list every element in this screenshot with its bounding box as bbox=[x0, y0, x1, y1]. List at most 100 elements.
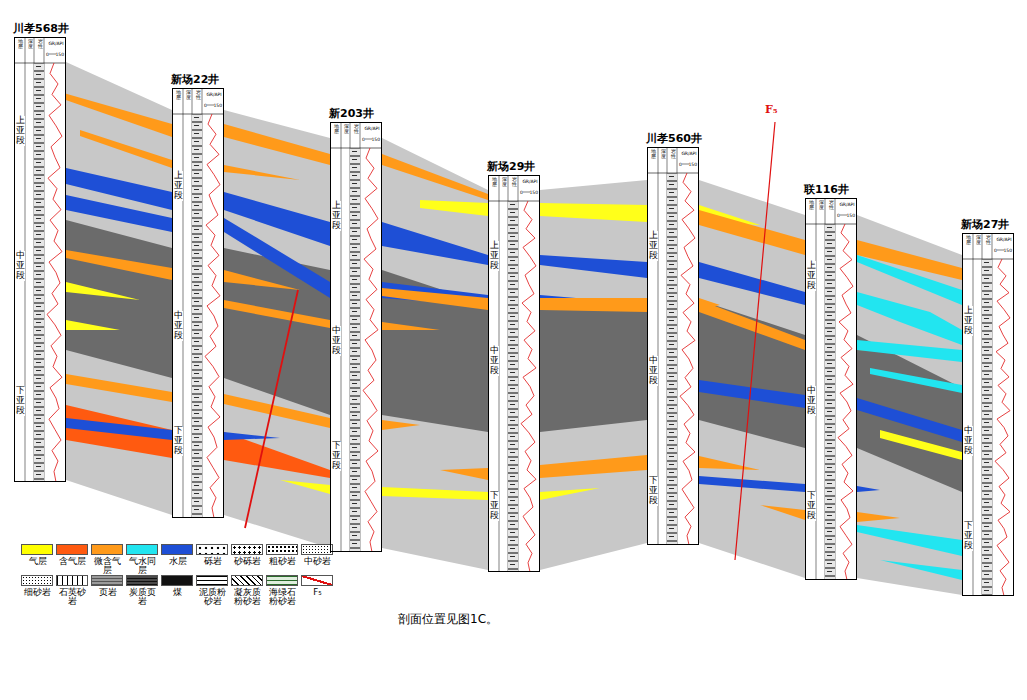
column-header: 0 bbox=[837, 213, 840, 218]
column-header: 深度 bbox=[344, 125, 349, 135]
well-column: 新场29井地层深度岩性GR/API0150上亚段中亚段下亚段 bbox=[488, 175, 540, 572]
legend-swatch bbox=[196, 544, 228, 555]
column-header: 深度 bbox=[661, 150, 666, 160]
legend-swatch bbox=[56, 575, 88, 586]
legend-swatch bbox=[266, 544, 298, 555]
legend-label: 砾岩 bbox=[195, 557, 230, 566]
column-header: 150 bbox=[1003, 248, 1012, 253]
column-header: GR/API bbox=[45, 41, 67, 46]
column-header: 地层 bbox=[492, 178, 497, 188]
legend-label: 砂砾岩 bbox=[230, 557, 265, 566]
column-header: GR/API bbox=[836, 202, 858, 207]
well-name: 联116井 bbox=[804, 182, 849, 197]
well-column: 新场22井地层深度岩性GR/API0150上亚段中亚段下亚段 bbox=[172, 88, 224, 518]
column-header: 0 bbox=[46, 52, 49, 57]
column-header: 地层 bbox=[809, 201, 814, 211]
legend-label: 石英砂岩 bbox=[55, 588, 90, 607]
well-name: 新场22井 bbox=[171, 72, 219, 87]
column-header: 150 bbox=[213, 103, 222, 108]
member-label: 下亚段 bbox=[964, 521, 973, 551]
legend-label: 页岩 bbox=[90, 588, 125, 597]
column-header: 150 bbox=[688, 162, 697, 167]
well-column: 川孝568井地层深度岩性GR/API0150上亚段中亚段下亚段 bbox=[14, 37, 66, 482]
member-label: 上亚段 bbox=[16, 116, 25, 146]
member-label: 上亚段 bbox=[807, 261, 816, 291]
caption: 剖面位置见图1C。 bbox=[398, 611, 498, 628]
legend-label: 气层 bbox=[20, 557, 55, 566]
legend-label: 水层 bbox=[160, 557, 195, 566]
legend-swatch bbox=[161, 544, 193, 555]
well-name: 新场29井 bbox=[487, 159, 535, 174]
column-header: 地层 bbox=[334, 125, 339, 135]
column-header: 岩性 bbox=[986, 236, 991, 246]
column-header: 150 bbox=[371, 137, 380, 142]
column-header: 0 bbox=[362, 137, 365, 142]
member-label: 中亚段 bbox=[649, 356, 658, 386]
well-name: 新203井 bbox=[329, 106, 374, 121]
legend-swatch bbox=[126, 575, 158, 586]
column-header: 地层 bbox=[18, 40, 23, 50]
legend-swatch bbox=[126, 544, 158, 555]
column-header: 岩性 bbox=[196, 91, 201, 101]
member-label: 上亚段 bbox=[332, 201, 341, 231]
legend-swatch bbox=[91, 544, 123, 555]
well-column: 联116井地层深度岩性GR/API0150上亚段中亚段下亚段 bbox=[805, 198, 857, 580]
legend-label: 煤 bbox=[160, 588, 195, 597]
legend-label: 细砂岩 bbox=[20, 588, 55, 597]
column-header: 地层 bbox=[176, 91, 181, 101]
column-header: 0 bbox=[204, 103, 207, 108]
legend-label: 泥质粉砂岩 bbox=[195, 588, 230, 607]
member-label: 上亚段 bbox=[649, 231, 658, 261]
member-label: 下亚段 bbox=[490, 491, 499, 521]
legend-label: 微含气层 bbox=[90, 557, 125, 576]
legend-swatch bbox=[91, 575, 123, 586]
member-label: 中亚段 bbox=[490, 346, 499, 376]
legend-swatch bbox=[231, 575, 263, 586]
legend-swatch bbox=[301, 544, 333, 555]
column-header: 岩性 bbox=[829, 201, 834, 211]
member-label: 下亚段 bbox=[649, 476, 658, 506]
column-header: 深度 bbox=[502, 178, 507, 188]
member-label: 中亚段 bbox=[16, 251, 25, 281]
column-header: 150 bbox=[529, 190, 538, 195]
well-column: 川孝560井地层深度岩性GR/API0150上亚段中亚段下亚段 bbox=[647, 147, 699, 545]
member-label: 下亚段 bbox=[16, 386, 25, 416]
fault-label: F₅ bbox=[765, 103, 778, 116]
member-label: 下亚段 bbox=[807, 491, 816, 521]
column-header: 0 bbox=[520, 190, 523, 195]
member-label: 中亚段 bbox=[964, 426, 973, 456]
column-header: GR/API bbox=[519, 179, 541, 184]
legend-swatch bbox=[301, 575, 333, 586]
legend-label: 粗砂岩 bbox=[265, 557, 300, 566]
well-column: 新场27井地层深度岩性GR/API0150上亚段中亚段下亚段 bbox=[962, 233, 1014, 596]
well-name: 川孝560井 bbox=[646, 131, 702, 146]
member-label: 上亚段 bbox=[174, 171, 183, 201]
column-header: GR/API bbox=[361, 126, 383, 131]
legend-swatch bbox=[266, 575, 298, 586]
well-name: 川孝568井 bbox=[13, 21, 69, 36]
member-label: 上亚段 bbox=[490, 241, 499, 271]
well-name: 新场27井 bbox=[961, 217, 1009, 232]
column-header: GR/API bbox=[993, 237, 1015, 242]
member-label: 下亚段 bbox=[332, 441, 341, 471]
legend-label: 气水同层 bbox=[125, 557, 160, 576]
column-header: 岩性 bbox=[38, 40, 43, 50]
well-column: 新203井地层深度岩性GR/API0150上亚段中亚段下亚段 bbox=[330, 122, 382, 552]
legend-label: 含气层 bbox=[55, 557, 90, 566]
column-header: 岩性 bbox=[671, 150, 676, 160]
member-label: 下亚段 bbox=[174, 426, 183, 456]
legend-swatch bbox=[196, 575, 228, 586]
member-label: 上亚段 bbox=[964, 306, 973, 336]
column-header: 深度 bbox=[186, 91, 191, 101]
column-header: GR/API bbox=[678, 151, 700, 156]
member-label: 中亚段 bbox=[332, 326, 341, 356]
column-header: 0 bbox=[679, 162, 682, 167]
column-header: 岩性 bbox=[354, 125, 359, 135]
legend-swatch bbox=[21, 544, 53, 555]
legend-label: F₅ bbox=[300, 588, 335, 597]
column-header: 150 bbox=[55, 52, 64, 57]
legend-swatch bbox=[231, 544, 263, 555]
legend-swatch bbox=[21, 575, 53, 586]
column-header: 150 bbox=[846, 213, 855, 218]
